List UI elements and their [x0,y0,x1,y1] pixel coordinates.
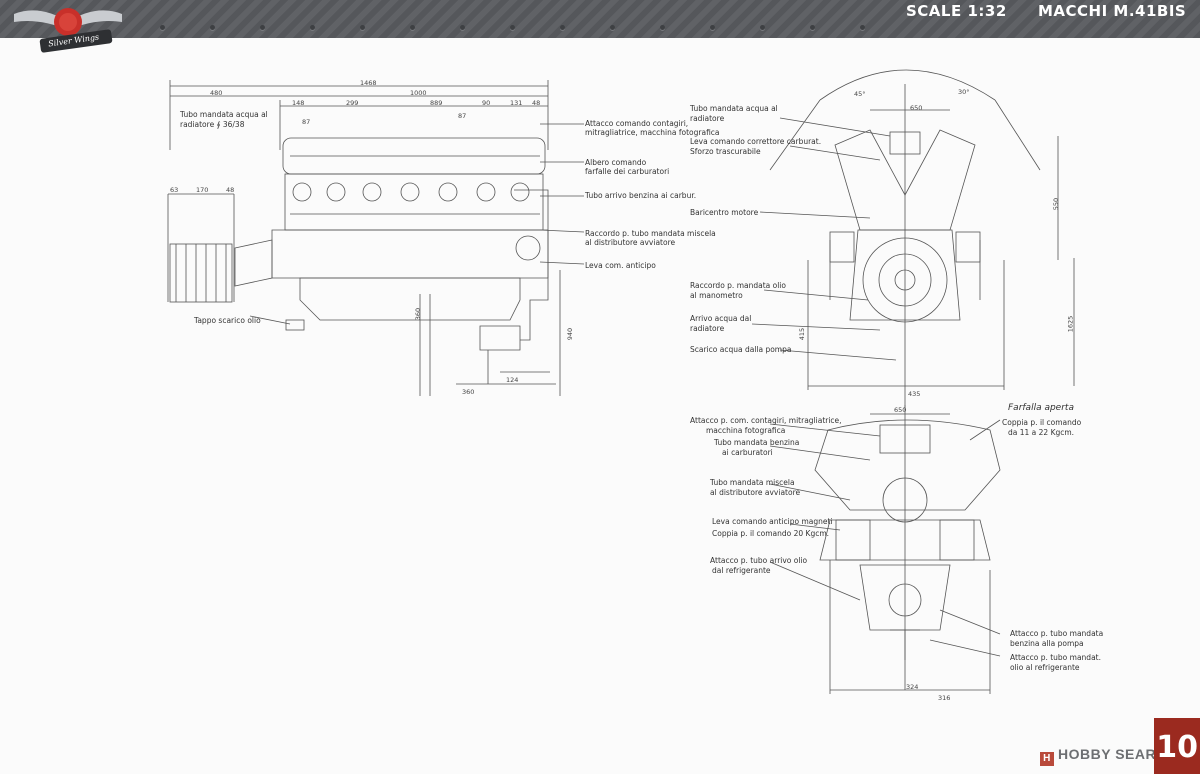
hobby-search-icon: H [1040,752,1054,766]
dim-1: 480 [210,89,223,97]
dim-rear-b2: 316 [938,694,951,702]
dim-angle-1: 45° [854,90,866,98]
dim-7: 131 [510,99,523,107]
dim-2: 1000 [410,89,427,97]
dim-front-width: 650 [910,104,923,112]
label-front-5b: radiatore [690,324,725,333]
label-front-2b: Sforzo trascurabile [690,147,761,156]
silver-wings-logo [14,8,122,53]
dim-total: 1468 [360,79,377,87]
dim-rear-width: 650 [894,406,907,414]
dim-front-h2: 1625 [1066,315,1075,333]
label-shaft: Albero comando [585,158,647,167]
dim-4: 299 [346,99,359,107]
page-tab [1154,718,1200,774]
label-mix-pipe: Raccordo p. tubo mandata miscela [585,229,716,238]
label-rear-7b: benzina alla pompa [1010,639,1084,648]
model-title: MACCHI M.41BIS [1038,2,1187,20]
label-front-4: Raccordo p. mandata olio [690,281,786,290]
label-fuel-pipe: Tubo arrivo benzina ai carbur. [585,191,697,200]
dim-10: 87 [458,112,467,120]
label-front-5: Arrivo acqua dal [690,314,752,323]
label-mix-pipe-b: al distributore avviatore [585,238,676,247]
label-rear-6b: Coppia p. il comando [1002,418,1082,427]
dim-12: 170 [196,186,209,194]
dim-16: 124 [506,376,519,384]
dim-front-bottom: 435 [908,390,921,398]
label-front-4b: al manometro [690,291,743,300]
scale-label: SCALE 1:32 [906,2,1007,20]
label-rear-1: Attacco p. com. contagiri, mitragliatric… [690,416,842,425]
label-water-pipe-2: radiatore ∮ 36/38 [180,120,245,129]
label-rear-4: Leva comando anticipo magneti [712,517,833,526]
dim-17: 360 [414,307,423,321]
dim-3: 148 [292,99,305,107]
label-rear-2b: ai carburatori [722,448,773,457]
dim-14: 940 [566,327,575,341]
page-number: 10 [1156,730,1198,765]
label-shaft-b: farfalle dei carburatori [585,167,670,176]
label-front-3: Baricentro motore [690,208,759,217]
label-front-1b: radiatore [690,114,725,123]
dim-angle-2: 30° [958,88,970,96]
label-rear-3b: al distributore avviatore [710,488,801,497]
dim-6: 90 [482,99,491,107]
label-oil-drain: Tappo scarico olio [194,316,261,325]
label-front-6: Scarico acqua dalla pompa [690,345,792,354]
label-connection-b: mitragliatrice, macchina fotografica [585,128,720,137]
dim-9: 87 [302,118,311,126]
label-rear-4b: Coppia p. il comando 20 Kgcm. [712,529,830,538]
dim-rear-b1: 324 [906,683,919,691]
label-front-1: Tubo mandata acqua al [690,104,778,113]
label-rear-2: Tubo mandata benzina [714,438,800,447]
dim-11: 63 [170,186,179,194]
dim-front-h1: 550 [1052,197,1061,211]
dim-8: 48 [532,99,541,107]
label-rear-8: Attacco p. tubo mandat. [1010,653,1101,662]
label-rear-5b: dal refrigerante [712,566,771,575]
header-bar: SCALE 1:32 MACCHI M.41BIS [0,0,1200,38]
label-connection: Attacco comando contagiri, [585,119,689,128]
label-front-2: Leva comando correttore carburat. [690,137,822,146]
label-rear-6: Farfalla aperta [1008,403,1074,413]
label-rear-6c: da 11 a 22 Kgcm. [1008,428,1075,437]
label-rear-7: Attacco p. tubo mandata [1010,629,1104,638]
dim-front-h3: 415 [798,327,807,341]
dim-13: 48 [226,186,235,194]
label-lever: Leva com. anticipo [585,261,656,270]
label-rear-8b: olio al refrigerante [1010,663,1080,672]
label-rear-3: Tubo mandata miscela [710,478,795,487]
dim-15: 360 [462,388,475,396]
label-water-pipe: Tubo mandata acqua al [180,110,268,119]
label-rear-5: Attacco p. tubo arrivo olio [710,556,808,565]
dim-5: 889 [430,99,443,107]
label-rear-1b: macchina fotografica [706,426,786,435]
